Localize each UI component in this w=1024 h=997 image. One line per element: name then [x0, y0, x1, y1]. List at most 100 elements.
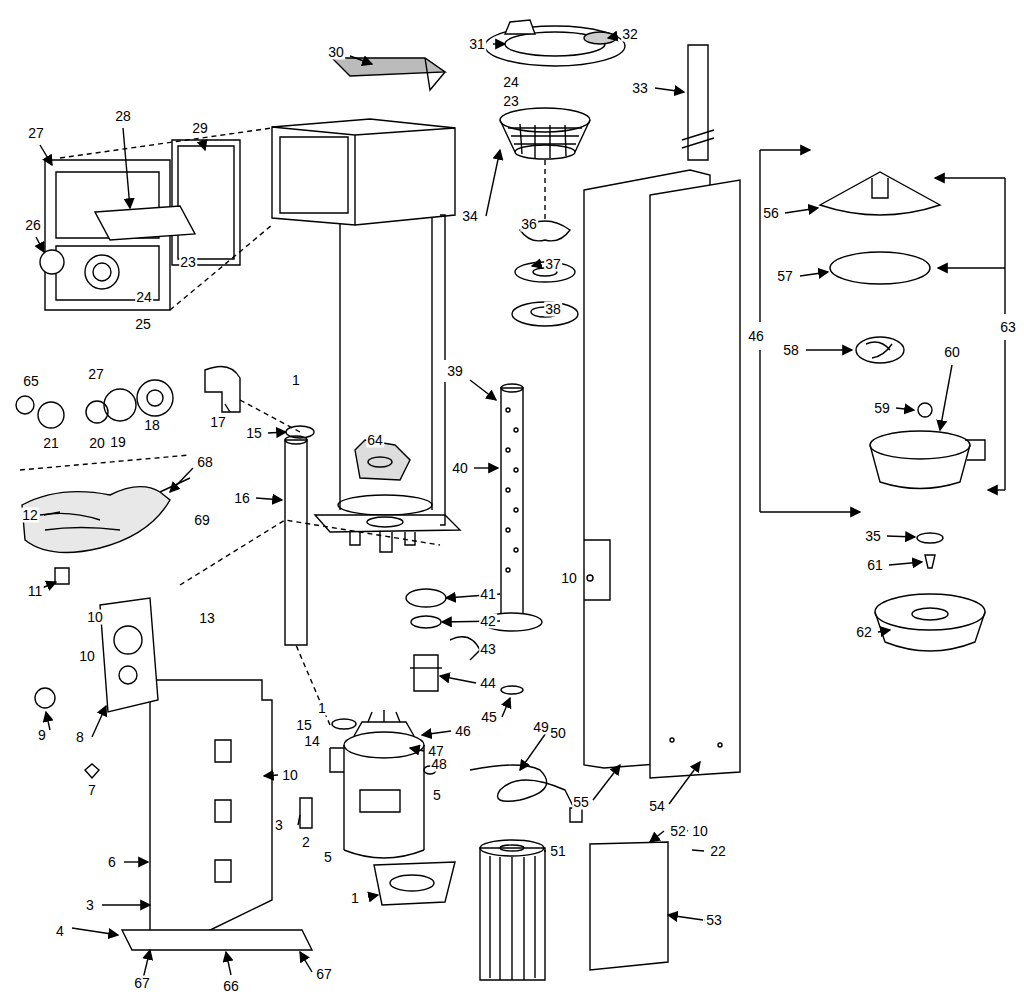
group-brackets-shape: [760, 511, 860, 512]
leader-lines-shape: [298, 815, 300, 825]
callout-number: 24: [502, 75, 520, 90]
pump-exploded: [820, 172, 985, 651]
tube-40-shape: [514, 508, 518, 512]
pump-shape: [368, 710, 400, 722]
bag-68-shape: [160, 478, 190, 492]
callout-number: 64: [366, 433, 384, 448]
callout-number: 51: [549, 844, 567, 859]
callout-number: 68: [196, 455, 214, 470]
group-brackets-shape: [988, 489, 1005, 490]
pump-exploded-shape: [965, 440, 985, 460]
callout-number: 12: [21, 508, 39, 523]
leader-lines-shape: [470, 380, 496, 400]
callout-number: 69: [193, 513, 211, 528]
callout-number: 5: [432, 788, 442, 803]
cover-30: [332, 58, 445, 90]
callout-number: 61: [866, 558, 884, 573]
callout-number: 37: [544, 257, 562, 272]
leader-lines-shape: [878, 630, 890, 632]
callout-number: 40: [451, 461, 469, 476]
leader-lines-shape: [170, 468, 193, 492]
callout-number: 7: [87, 783, 97, 798]
filter-51-shape: [500, 845, 524, 851]
elbow-14-shape: [330, 748, 344, 772]
side-panels: [584, 170, 740, 778]
pump-shape: [390, 875, 434, 891]
leader-lines-shape: [226, 952, 231, 975]
callout-number: 23: [502, 94, 520, 109]
skimmer-housing-shape: [315, 515, 460, 532]
pump-exploded-shape: [917, 533, 943, 543]
group-brackets-shape: [440, 215, 445, 525]
hose-parts-shape: [147, 390, 163, 406]
cord-50-shape: [570, 808, 582, 822]
lid: [485, 20, 625, 66]
callout-number: 1: [350, 891, 360, 906]
callout-number: 46: [747, 329, 765, 344]
callout-number: 19: [109, 435, 127, 450]
callout-number: 31: [468, 37, 486, 52]
switch-plate-8-shape: [85, 764, 99, 778]
callout-number: 49: [532, 720, 550, 735]
gasket-29: [172, 140, 240, 265]
skimmer-housing-shape: [350, 532, 415, 552]
elbow-14: [330, 719, 356, 772]
bag-68-shape: [40, 513, 120, 530]
bracket-6-shape: [215, 740, 231, 762]
tube-40-shape: [506, 528, 510, 532]
leader-lines-shape: [40, 145, 52, 165]
skimmer-housing-shape: [367, 517, 403, 527]
pipe-16: [285, 426, 314, 645]
callout-number: 22: [709, 844, 727, 859]
shelf-28-shape: [95, 206, 195, 240]
cover-52-shape: [590, 842, 668, 970]
bag-68: [22, 478, 190, 553]
leader-lines-shape: [124, 861, 148, 862]
leader-lines-shape: [474, 467, 498, 468]
callout-number: 21: [42, 436, 60, 451]
callout-number: 67: [133, 976, 151, 991]
callout-number: 8: [75, 730, 85, 745]
leader-lines-shape: [36, 237, 44, 252]
leader-lines-shape: [655, 88, 684, 92]
knob-26: [40, 250, 64, 274]
callout-number: 1: [291, 373, 301, 388]
pump-shape: [344, 850, 424, 858]
seals-shape: [512, 302, 578, 326]
tube-40-shape: [506, 488, 510, 492]
leader-lines-shape: [785, 208, 818, 213]
pump-exploded-shape: [870, 431, 970, 459]
leader-lines-shape: [102, 904, 150, 905]
leader-lines-shape: [668, 915, 703, 920]
callout-number: 5: [323, 850, 333, 865]
bracket-6-shape: [122, 930, 312, 950]
dashed-lines-shape: [60, 128, 272, 310]
leader-lines-shape: [650, 831, 664, 842]
side-panels-shape: [587, 575, 593, 581]
cord-50: [470, 765, 582, 822]
callout-number: 45: [480, 710, 498, 725]
callout-number: 27: [87, 367, 105, 382]
side-panels-shape: [650, 180, 740, 778]
front-plate-shape: [85, 255, 119, 289]
tube-40-shape: [514, 548, 518, 552]
callout-number: 10: [78, 649, 96, 664]
pump-exploded-shape: [918, 403, 932, 417]
leader-lines-shape: [123, 128, 130, 208]
pump-exploded-shape: [872, 178, 888, 198]
callout-number: 41: [479, 587, 497, 602]
callout-number: 63: [999, 320, 1017, 335]
callout-number: 38: [544, 302, 562, 317]
side-panels-shape: [584, 540, 610, 600]
callout-number: 54: [648, 799, 666, 814]
leader-lines-shape: [422, 731, 451, 735]
callout-number: 57: [776, 269, 794, 284]
hose-parts-shape: [205, 366, 240, 412]
leader-lines-shape: [225, 404, 230, 412]
callout-number: 29: [191, 121, 209, 136]
tube-40-shape: [506, 568, 510, 572]
leader-lines-shape: [896, 408, 914, 410]
leader-lines-shape: [42, 582, 56, 588]
callout-number: 2: [301, 835, 311, 850]
